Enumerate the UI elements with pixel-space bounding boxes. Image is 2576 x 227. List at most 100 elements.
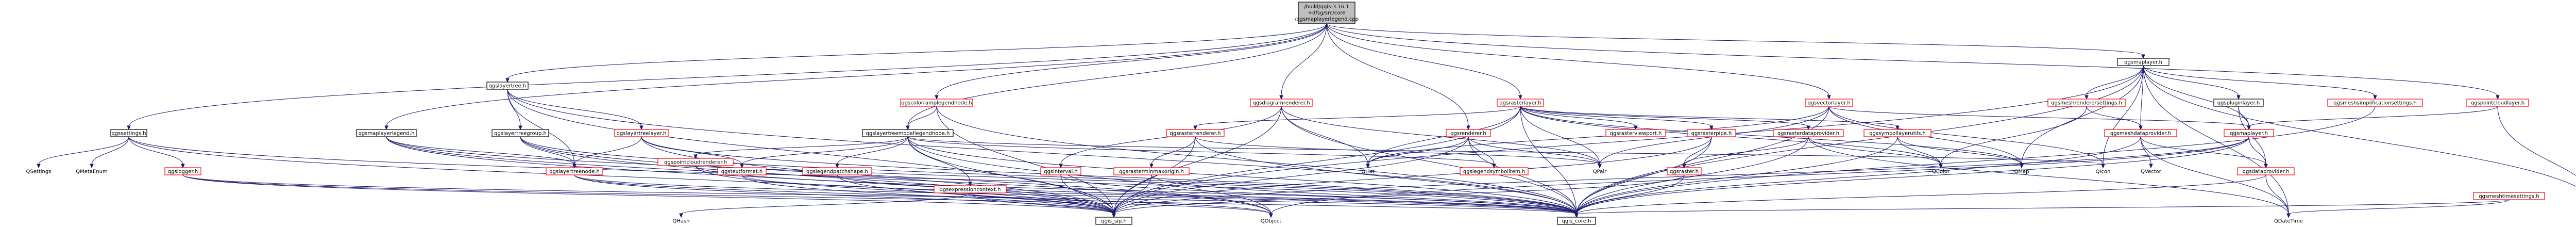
node-qgsinterval[interactable]: qgsinterval.h	[1040, 167, 1081, 175]
node-qgslayertree[interactable]: qgslayertree.h	[486, 82, 529, 90]
node-label: qgssettings.h	[111, 131, 146, 137]
node-qgssettings[interactable]: qgssettings.h	[110, 129, 147, 137]
root-file-node[interactable]: /build/qgis-3.16.1 +dfsg/src/core /qgsma…	[1295, 2, 1359, 24]
edge-qgsdataprovider-to-qgis_core	[1574, 174, 2266, 218]
edge-qgsmaplayer2-to-QObject	[1269, 136, 2249, 218]
node-qgsrenderer[interactable]: qgsrenderer.h	[1446, 129, 1491, 137]
node-qlist: QList	[1361, 169, 1374, 175]
node-label: qgslayertreegroup.h	[494, 131, 547, 137]
node-qgsrasterminmaxorigin[interactable]: qgsrasterminmaxorigin.h	[1113, 167, 1190, 175]
node-label: qgslegendpatchshape.h	[806, 169, 868, 175]
node-label: qgsrenderer.h	[1450, 131, 1486, 137]
node-label: qgslayertree.h	[489, 84, 527, 89]
node-qgsmaplayer[interactable]: qgsmaplayer.h	[2117, 58, 2170, 66]
edge-qgsmaplayer-to-QDateTime	[2143, 65, 2291, 218]
edge-qgslayertreelayer-to-qgis_sip	[641, 136, 1116, 218]
node-qgslayertreegroup[interactable]: qgslayertreegroup.h	[492, 129, 549, 137]
node-label: qgspointcloudrenderer.h	[664, 160, 727, 166]
node-qgsmeshtimesettings[interactable]: qgsmeshtimesettings.h	[2473, 192, 2545, 200]
edge-qgsrasterlayer-to-qgsrasterdataprovider	[1520, 106, 1810, 131]
root-title-line-1: /build/qgis-3.16.1	[1304, 4, 1349, 10]
edge-qgssymbollayerutils-to-QMap	[1897, 136, 2024, 169]
edge-qgssettings-to-qgslogger	[128, 136, 185, 169]
node-qvector: QVector	[2141, 169, 2162, 175]
edge-qgsrasterlayer-to-qgssymbollayerutils	[1520, 106, 1900, 131]
edge-qgssettings-to-QMetaEnum	[90, 136, 129, 169]
node-label: qgsinterval.h	[1044, 169, 1078, 175]
graph-nodes: /build/qgis-3.16.1 +dfsg/src/core /qgsma…	[26, 2, 2545, 225]
edge-root-to-qgsvectorlayer	[1326, 23, 1831, 100]
node-qgslegendpatchshape[interactable]: qgslegendpatchshape.h	[802, 167, 872, 175]
node-qgsrasterrenderer[interactable]: qgsrasterrenderer.h	[1166, 129, 1225, 137]
edge-qgsrasterdataprovider-to-qgsraster	[1682, 136, 1809, 169]
node-qgsrasterviewport[interactable]: qgsrasterviewport.h	[1605, 129, 1666, 137]
node-qgstextformat[interactable]: qgstextformat.h	[717, 167, 767, 175]
node-label: qgis_core.h	[1562, 219, 1591, 224]
node-qgsexpressioncontext[interactable]: qgsexpressioncontext.h	[934, 185, 1007, 193]
node-qgsdataprovider[interactable]: qgsdataprovider.h	[2237, 167, 2295, 175]
root-title-line-3: /qgsmaplayerlegend.cpp	[1295, 17, 1359, 22]
edge-qgsexpressioncontext-to-QHash	[679, 192, 971, 218]
edge-root-to-qgsrenderer	[1326, 23, 1470, 131]
node-label: qgspointcloudlayer.h	[2471, 101, 2524, 106]
node-qgslogger[interactable]: qgslogger.h	[164, 167, 201, 175]
node-label: qgstextformat.h	[721, 169, 763, 175]
edge-qgslogger-to-qgis_sip	[182, 174, 1116, 218]
node-qgis-sip[interactable]: qgis_sip.h	[1095, 217, 1132, 225]
node-qgslegendsymbolitem[interactable]: qgslegendsymbolitem.h	[1460, 167, 1529, 175]
edge-qgslegendpatchshape-to-qgis_sip	[837, 174, 1116, 218]
node-qgsrasterpipe[interactable]: qgsrasterpipe.h	[1687, 129, 1736, 137]
node-qgslayertreemodellegendnode[interactable]: qgslayertreemodellegendnode.h	[862, 129, 954, 137]
node-qmetaenum: QMetaEnum	[76, 169, 107, 175]
edge-qgsrasterlayer-to-qgsrasterpipe	[1520, 106, 1714, 131]
edge-root-to-qgsrasterlayer	[1326, 23, 1522, 100]
node-label: qgis_sip.h	[1101, 219, 1127, 224]
edge-qgslayertreemodellegendnode-to-QIcon	[907, 136, 2105, 169]
edge-root-to-qgssettings	[127, 23, 1327, 131]
node-qgssymbollayerutils[interactable]: qgssymbollayerutils.h	[1863, 129, 1931, 137]
node-qgsvectorlayer[interactable]: qgsvectorlayer.h	[1805, 99, 1853, 107]
edge-qgsmaplayer-to-qgsmaplayer2	[2143, 65, 2251, 131]
node-label: QVector	[2141, 169, 2162, 175]
edge-qgslayertree-to-qgslayertreelayer	[507, 89, 643, 131]
node-qgsmaplayerlegend[interactable]: qgsmaplayerlegend.h	[356, 129, 417, 137]
edge-qgsmaplayer-to-qgis_sip	[1112, 65, 2144, 218]
edge-qgsmaplayer2-to-qgsdataprovider	[2248, 136, 2268, 169]
node-qgslayertreenode[interactable]: qgslayertreenode.h	[546, 167, 603, 175]
edge-qgsrasterlayer-to-qgsrasterrenderer	[1193, 106, 1521, 131]
node-qgsmeshdataprovider[interactable]: qgsmeshdataprovider.h	[2104, 129, 2177, 137]
graph-edges	[37, 23, 2576, 218]
node-qgscolorrampleg[interactable]: qgscolorramplegendnode.h	[900, 99, 973, 107]
node-qgsraster[interactable]: qgsraster.h	[1667, 167, 1702, 175]
edge-qgsrasterdataprovider-to-QDateTime	[1808, 136, 2291, 218]
edge-root-to-qgslayertree	[505, 23, 1327, 83]
node-qsettings: QSettings	[26, 169, 52, 175]
node-label: qgsmeshtimesettings.h	[2479, 194, 2539, 200]
node-qgsmaprenderersettings[interactable]: qgsmeshrenderersettings.h	[2047, 99, 2126, 107]
node-label: QObject	[1261, 219, 1282, 224]
node-qgsrasterdataprovider[interactable]: qgsrasterdataprovider.h	[1773, 129, 1844, 137]
node-qgsrasterlayer[interactable]: qgsrasterlayer.h	[1497, 99, 1544, 107]
node-label: qgsrasterminmaxorigin.h	[1119, 169, 1184, 175]
node-qcolor: QColor	[1932, 169, 1950, 175]
edge-qgsmeshsimplification-to-qgis_core	[1574, 106, 2376, 218]
edge-root-to-qgsmaplayerlegend	[384, 23, 1327, 131]
edge-qgsdiagramrend-to-QList	[1281, 106, 1370, 169]
edge-qgsmeshdataprovider-to-qgsdataprovider	[2140, 136, 2268, 169]
node-qgslayertreelayer[interactable]: qgslayertreelayer.h	[614, 129, 669, 137]
node-qgspointcloudlayer[interactable]: qgspointcloudlayer.h	[2466, 99, 2529, 107]
node-label: qgsmaplayerlegend.h	[359, 131, 415, 137]
edge-qgsdiagramrend-to-QPair	[1281, 106, 1602, 169]
node-qgsdiagramrend[interactable]: qgsdiagramrenderer.h	[1250, 99, 1313, 107]
edge-qgssettings-to-qgis_core	[128, 136, 1579, 218]
node-qobject: QObject	[1261, 219, 1282, 224]
edge-qgslayertree-to-qgslayertreenode	[507, 89, 577, 169]
node-qgspluginlayer[interactable]: qgspluginlayer.h	[2213, 99, 2264, 107]
node-qgsmeshsimplification[interactable]: qgsmeshsimplificationsettings.h	[2327, 99, 2423, 107]
node-qgis-core[interactable]: qgis_core.h	[1557, 217, 1596, 225]
node-label: qgslogger.h	[168, 169, 198, 175]
node-qgspointcloudrenderer[interactable]: qgspointcloudrenderer.h	[657, 158, 734, 166]
node-qgsmaplayer2[interactable]: qgsmaplayer.h	[2224, 129, 2274, 137]
edge-qgssettings-to-QSettings	[37, 136, 129, 169]
